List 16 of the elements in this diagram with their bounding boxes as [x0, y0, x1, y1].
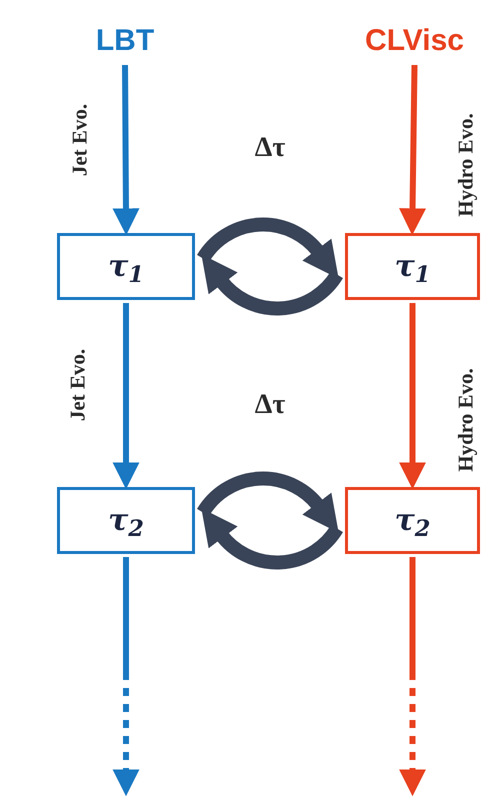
arrow: [200, 256, 343, 316]
arrow: [112, 64, 140, 236]
time-step-box: τ$_{2}$: [57, 487, 195, 554]
time-step-box: τ$_{2}$: [345, 487, 480, 554]
arrow: [399, 303, 426, 490]
time-step-box: τ$_{1}$: [345, 233, 480, 300]
arrow: [112, 303, 140, 490]
arrow: [112, 557, 140, 796]
arrow: [200, 510, 343, 570]
arrow: [197, 472, 340, 532]
arrow: [399, 64, 426, 236]
column-title: CLVisc: [352, 18, 477, 62]
column-title: LBT: [75, 18, 175, 62]
arrow: [197, 218, 340, 278]
time-step-box: τ$_{1}$: [57, 233, 195, 300]
arrow: [399, 557, 426, 796]
